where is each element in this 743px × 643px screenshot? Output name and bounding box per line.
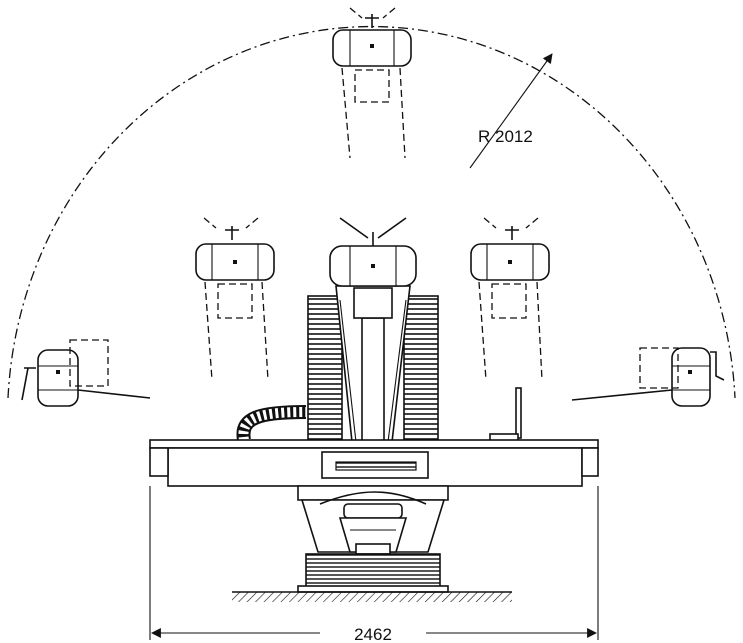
- width-label: 2462: [354, 625, 392, 643]
- work-envelope-arc: [7, 25, 736, 399]
- spindle-head-center: [329, 217, 417, 287]
- column-assembly: [307, 285, 439, 443]
- width-dimension: 2462: [149, 486, 599, 643]
- radius-label: R 2012: [478, 127, 533, 146]
- spindle-head-left: [21, 339, 151, 407]
- foundation-stack: [297, 553, 449, 593]
- spindle-head-right: [571, 347, 725, 407]
- ground-hatching: [232, 591, 512, 602]
- rotary-base: [297, 485, 449, 555]
- machine-table: [149, 439, 599, 487]
- cable-chain: [236, 405, 307, 442]
- spindle-head-mid-left: [195, 217, 275, 381]
- spindle-head-mid-right: [470, 217, 550, 381]
- radius-dimension-line: [469, 53, 553, 169]
- control-post: [489, 387, 522, 443]
- spindle-head-top: [332, 7, 412, 159]
